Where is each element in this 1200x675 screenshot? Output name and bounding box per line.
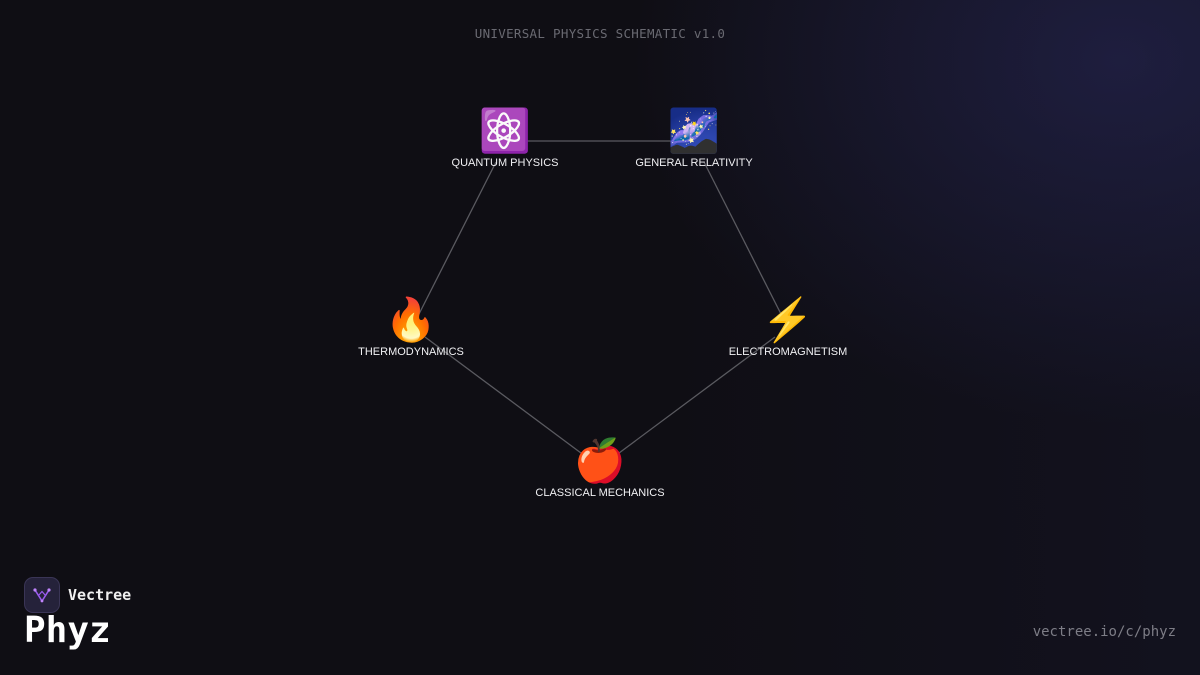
- vectree-logo-icon: [24, 577, 60, 613]
- edge-thermo-classical: [424, 336, 586, 457]
- schematic-title: UNIVERSAL PHYSICS SCHEMATIC v1.0: [474, 26, 726, 41]
- edge-relativity-em: [703, 161, 784, 319]
- edge-em-classical: [614, 336, 776, 457]
- node-thermodynamics[interactable]: 🔥 THERMODYNAMICS: [358, 296, 464, 358]
- node-label: CLASSICAL MECHANICS: [535, 487, 665, 499]
- footer-url[interactable]: vectree.io/c/phyz: [1032, 624, 1176, 640]
- node-label: ELECTROMAGNETISM: [728, 346, 848, 358]
- milky-way-icon: 🌌: [667, 107, 721, 154]
- node-label: QUANTUM PHYSICS: [451, 157, 559, 169]
- fire-icon: 🔥: [384, 296, 438, 343]
- node-label: THERMODYNAMICS: [358, 346, 464, 358]
- node-electromagnetism[interactable]: ⚡ ELECTROMAGNETISM: [729, 296, 848, 358]
- node-quantum-physics[interactable]: ⚛️ QUANTUM PHYSICS: [452, 107, 559, 169]
- node-general-relativity[interactable]: 🌌 GENERAL RELATIVITY: [635, 107, 752, 169]
- edge-quantum-thermo: [417, 161, 497, 317]
- apple-icon: 🍎: [573, 437, 627, 484]
- brand: Vectree: [24, 577, 131, 613]
- atom-icon: ⚛️: [478, 107, 532, 154]
- node-label: GENERAL RELATIVITY: [635, 157, 753, 169]
- brand-name: Vectree: [68, 586, 132, 604]
- node-classical-mechanics[interactable]: 🍎 CLASSICAL MECHANICS: [535, 437, 664, 499]
- lightning-icon: ⚡: [761, 296, 815, 343]
- product-name: Phyz: [24, 610, 111, 651]
